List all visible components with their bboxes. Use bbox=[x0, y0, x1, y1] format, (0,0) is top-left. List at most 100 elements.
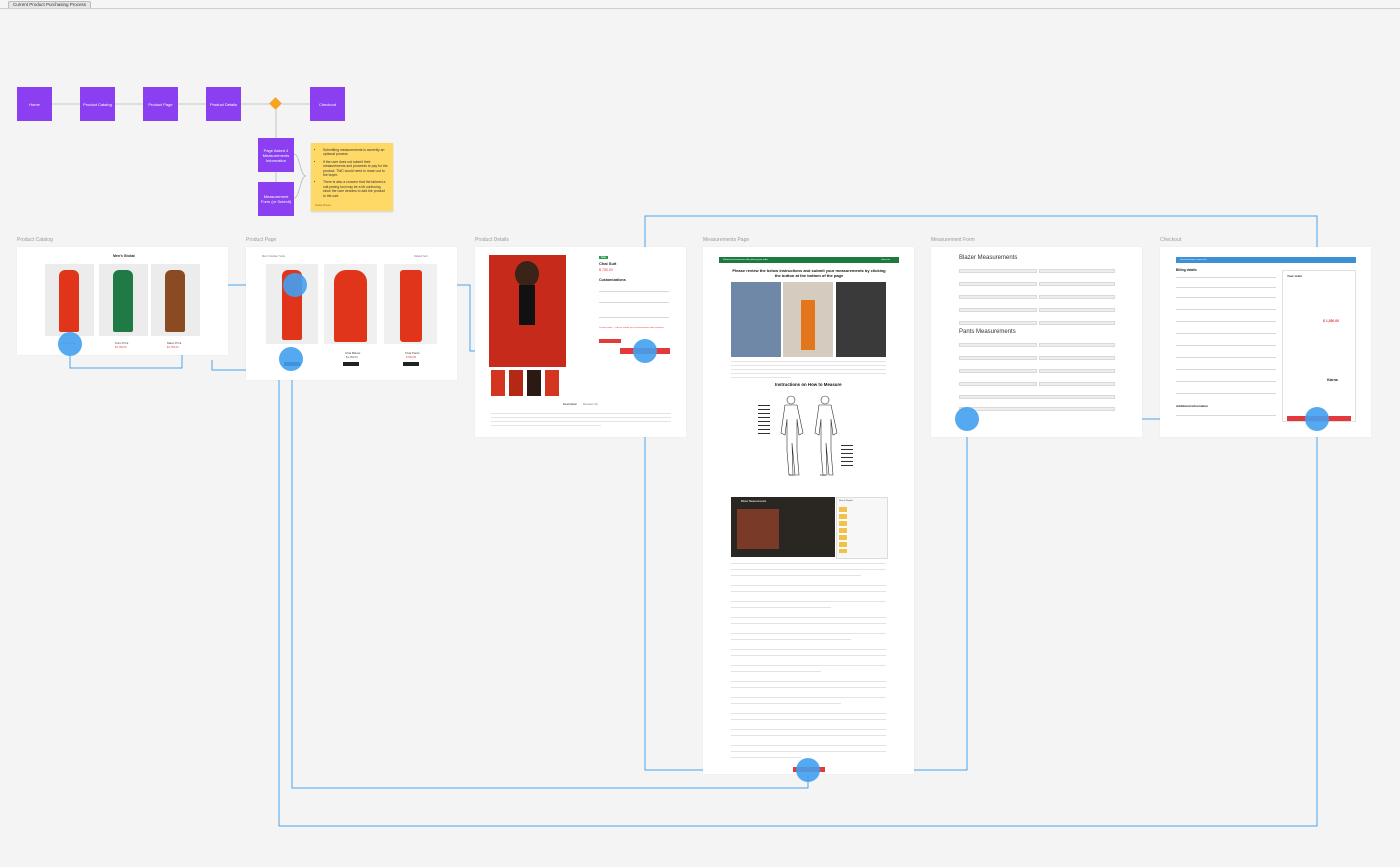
measurements-page-screen: Submit measurements after placing your o… bbox=[703, 247, 914, 774]
thumbnail-image[interactable] bbox=[545, 370, 559, 396]
suit-figure-icon bbox=[59, 270, 79, 332]
form-input[interactable] bbox=[959, 269, 1037, 273]
billing-input[interactable] bbox=[1176, 393, 1276, 394]
product-image-chai-blazer[interactable] bbox=[324, 264, 377, 344]
pants-measurements-heading: Pants Measurements bbox=[959, 329, 1016, 335]
hotspot-product-page-cart[interactable] bbox=[279, 347, 303, 371]
text-line bbox=[731, 697, 886, 698]
product-image-mavo[interactable] bbox=[151, 264, 200, 336]
form-input[interactable] bbox=[1039, 356, 1115, 360]
billing-input[interactable] bbox=[1176, 297, 1276, 298]
sticky-note[interactable]: Submitting measurements is currently an … bbox=[311, 143, 393, 211]
video-frame bbox=[737, 509, 779, 549]
cart-notice-banner: You have items in your cart bbox=[1176, 257, 1356, 263]
flow-node-product-details[interactable]: Product Details bbox=[206, 87, 241, 121]
order-notes-input[interactable] bbox=[1176, 415, 1276, 416]
form-input[interactable] bbox=[959, 407, 1115, 411]
breadcrumb[interactable]: Men's Global / Suits bbox=[262, 255, 285, 258]
billing-input[interactable] bbox=[1176, 381, 1276, 382]
billing-input[interactable] bbox=[1176, 309, 1276, 310]
product-title: Chai Suit bbox=[599, 261, 617, 266]
product-name[interactable]: Kuru Print bbox=[115, 341, 129, 345]
product-name[interactable]: Chai Pants bbox=[405, 351, 420, 355]
text-line bbox=[731, 649, 886, 650]
billing-input[interactable] bbox=[1176, 321, 1276, 322]
billing-input[interactable] bbox=[1176, 357, 1276, 358]
tab-reviews[interactable]: Reviews (0) bbox=[583, 402, 598, 406]
billing-input[interactable] bbox=[1176, 369, 1276, 370]
flow-node-checkout[interactable]: Checkout bbox=[310, 87, 345, 121]
form-input[interactable] bbox=[959, 321, 1037, 325]
flow-node-measurement-form[interactable]: Measurement Form (or Submit) bbox=[258, 182, 294, 216]
text-line bbox=[731, 607, 831, 608]
form-input[interactable] bbox=[1039, 321, 1115, 325]
playlist-thumbnails[interactable] bbox=[839, 507, 847, 553]
text-line bbox=[731, 361, 886, 362]
hotspot-measure-submit[interactable] bbox=[796, 758, 820, 782]
product-hero-image[interactable] bbox=[489, 255, 566, 367]
flow-node-home[interactable]: Home bbox=[17, 87, 52, 121]
product-name[interactable]: Mavo Print bbox=[167, 341, 182, 345]
description-text-line bbox=[491, 413, 671, 414]
form-input[interactable] bbox=[1039, 269, 1115, 273]
hotspot-checkout-place-order[interactable] bbox=[1305, 407, 1329, 431]
hotspot-product-page-image[interactable] bbox=[283, 273, 307, 297]
form-input[interactable] bbox=[1039, 369, 1115, 373]
product-image-kuru[interactable] bbox=[99, 264, 148, 336]
form-input[interactable] bbox=[1039, 282, 1115, 286]
additional-info-heading: Additional information bbox=[1176, 404, 1208, 408]
option-select[interactable] bbox=[599, 291, 669, 292]
form-input[interactable] bbox=[959, 308, 1037, 312]
form-input[interactable] bbox=[959, 356, 1037, 360]
how-to-measure-heading: Instructions on How to Measure bbox=[775, 382, 842, 387]
model-photo-orange bbox=[783, 282, 833, 357]
billing-input[interactable] bbox=[1176, 277, 1276, 278]
form-input[interactable] bbox=[1039, 382, 1115, 386]
flow-node-product-page[interactable]: Product Page bbox=[143, 87, 178, 121]
text-line bbox=[731, 757, 801, 758]
text-line bbox=[731, 601, 886, 602]
hotspot-catalog-product[interactable] bbox=[58, 332, 82, 356]
video-playlist[interactable]: Watch Playlist bbox=[836, 497, 888, 559]
product-image-chai[interactable] bbox=[45, 264, 94, 336]
text-line bbox=[731, 563, 886, 564]
form-input[interactable] bbox=[959, 369, 1037, 373]
thumbnail-image[interactable] bbox=[509, 370, 523, 396]
text-line bbox=[731, 655, 886, 656]
form-input[interactable] bbox=[959, 382, 1037, 386]
form-input[interactable] bbox=[1039, 308, 1115, 312]
form-input[interactable] bbox=[959, 395, 1115, 399]
hotspot-details-add-to-cart[interactable] bbox=[633, 339, 657, 363]
text-line bbox=[731, 735, 886, 736]
product-image-chai-pants[interactable] bbox=[384, 264, 437, 344]
thumbnail-image[interactable] bbox=[527, 370, 541, 396]
flow-node-measurements-info[interactable]: Page Asked 4 Measurements Information bbox=[258, 138, 294, 172]
billing-input[interactable] bbox=[1176, 345, 1276, 346]
hotspot-form-submit[interactable] bbox=[955, 407, 979, 431]
form-input[interactable] bbox=[1039, 295, 1115, 299]
sort-dropdown[interactable]: Default Sort bbox=[414, 255, 428, 258]
add-to-cart-button[interactable] bbox=[403, 362, 419, 366]
form-input[interactable] bbox=[1039, 343, 1115, 347]
tab-description[interactable]: Description bbox=[563, 402, 577, 406]
option-select[interactable] bbox=[599, 317, 669, 318]
video-player[interactable]: Blazer Measurements bbox=[731, 497, 835, 557]
suit-figure-icon bbox=[165, 270, 185, 332]
billing-input[interactable] bbox=[1176, 287, 1276, 288]
option-select[interactable] bbox=[599, 302, 669, 303]
view-cart-link[interactable]: View cart bbox=[881, 258, 890, 261]
blazer-figure-icon bbox=[334, 270, 367, 342]
measurement-link-button[interactable] bbox=[599, 339, 621, 343]
notice-banner-text: Submit measurements after placing your o… bbox=[723, 258, 769, 261]
flow-node-product-catalog[interactable]: Product Catalog bbox=[80, 87, 115, 121]
thumbnail-image[interactable] bbox=[491, 370, 505, 396]
form-input[interactable] bbox=[959, 295, 1037, 299]
product-name[interactable]: Chai Blazer bbox=[345, 351, 361, 355]
text-line bbox=[731, 729, 886, 730]
description-text-line bbox=[491, 425, 601, 426]
form-input[interactable] bbox=[959, 343, 1037, 347]
billing-input[interactable] bbox=[1176, 333, 1276, 334]
add-to-cart-button[interactable] bbox=[343, 362, 359, 366]
form-input[interactable] bbox=[959, 282, 1037, 286]
product-price: $1,750.00 bbox=[167, 346, 179, 349]
